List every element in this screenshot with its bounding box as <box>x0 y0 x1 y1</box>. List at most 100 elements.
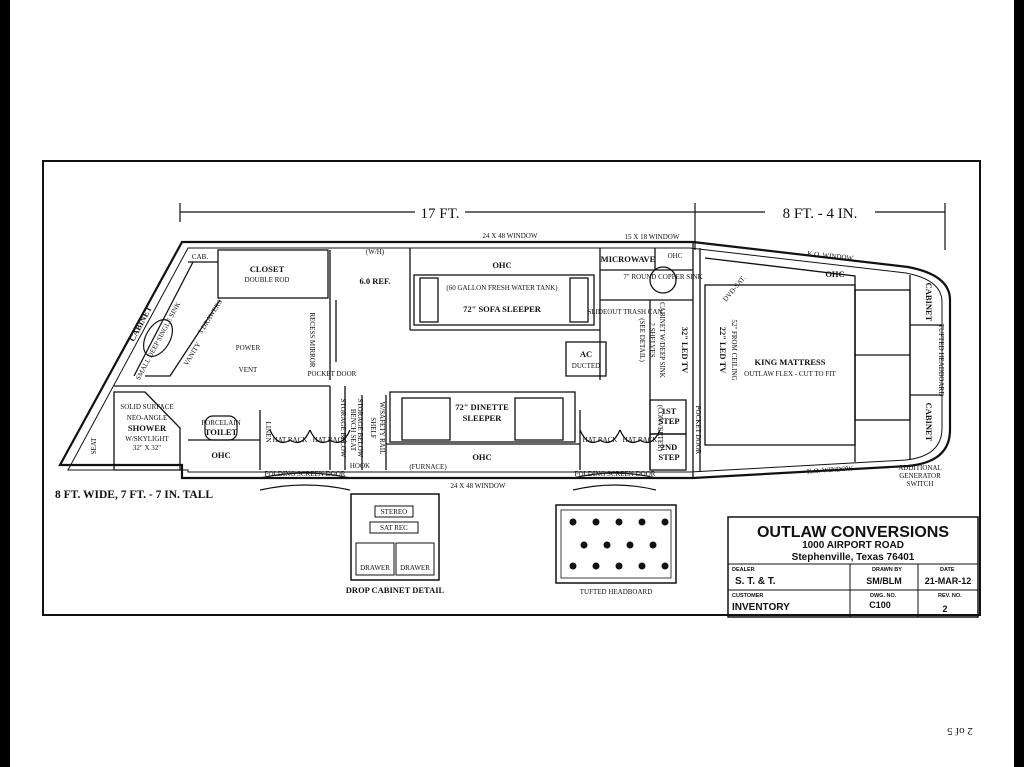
label-dvd-sat: DVD-SAT. <box>721 274 747 303</box>
label-ref: 6.0 REF. <box>359 276 390 286</box>
drawn-by-value: SM/BLM <box>866 576 902 586</box>
label-step-1b: STEP <box>658 416 679 426</box>
label-round-sink: 7" ROUND COPPER SINK <box>623 273 702 281</box>
page-marker: 2 of 5 <box>947 725 973 737</box>
label-hat-rack-4: HAT RACK <box>623 436 658 444</box>
label-stereo: STEREO <box>381 508 407 516</box>
dealer-label: DEALER <box>732 567 755 573</box>
interior-walls <box>113 242 942 478</box>
customer-label: CUSTOMER <box>732 593 763 599</box>
label-power: POWER <box>236 344 261 352</box>
label-king-sub: OUTLAW FLEX - CUT TO FIT <box>744 370 836 378</box>
label-drawer-1: DRAWER <box>360 564 390 572</box>
label-furnace: (FURNACE) <box>409 463 447 471</box>
label-ohc-top: OHC <box>492 260 511 270</box>
label-cabinet-water2: 2 SHELVES <box>648 322 656 357</box>
dimension-lines <box>179 203 946 250</box>
label-cabinet-top: CABINET <box>924 283 934 322</box>
label-step-1: 1ST <box>662 406 677 416</box>
label-storage-below: STORAGE BELOW <box>339 399 347 458</box>
label-king-mattress: KING MATTRESS <box>755 357 826 367</box>
label-closet-sub: DOUBLE ROD <box>245 276 290 284</box>
rev-no-value: 2 <box>942 604 947 614</box>
tufted-headboard-detail: TUFTED HEADBOARD <box>555 504 677 596</box>
label-solid-surface: SOLID SURFACE <box>120 403 173 411</box>
company-address: 1000 AIRPORT ROAD <box>802 540 904 551</box>
label-linen: LINEN <box>264 422 272 443</box>
company-name: OUTLAW CONVERSIONS <box>757 524 949 541</box>
label-ohc-bath: OHC <box>211 450 230 460</box>
label-cabinet-left: CABINET <box>127 304 154 343</box>
folding-screen-doors <box>259 472 657 491</box>
label-skylight: W/SKYLIGHT <box>125 435 169 443</box>
label-closet: CLOSET <box>250 264 285 274</box>
label-dinette: 72" DINETTE <box>455 402 509 412</box>
label-hat-rack-3: HAT RACK <box>583 436 618 444</box>
label-ohc-small: OHC <box>668 252 683 260</box>
window-top-24x48: 24 X 48 WINDOW <box>483 232 538 240</box>
label-generator-3: SWITCH <box>907 480 934 488</box>
label-seat: SEAT <box>90 437 98 454</box>
label-generator-2: GENERATOR <box>899 472 941 480</box>
label-pocket-door: POCKET DOOR <box>308 370 357 378</box>
trailer-outline <box>58 240 952 480</box>
label-hat-rack-2: HAT RACK <box>313 436 348 444</box>
label-shower-size: 32" X 32" <box>133 444 161 452</box>
label-led-tv-a: 32" LED TV <box>680 327 690 374</box>
size-note: 8 FT. WIDE, 7 FT. - 7 IN. TALL <box>55 489 213 501</box>
label-sofa: 72" SOFA SLEEPER <box>463 304 542 314</box>
label-dinette-sub: SLEEPER <box>463 413 503 423</box>
label-step-2b: STEP <box>658 452 679 462</box>
label-folding-door-a: FOLDING SCREEN DOOR <box>265 470 346 478</box>
label-shelf: SHELF <box>369 417 377 439</box>
label-porcelain: PORCELAIN <box>201 419 240 427</box>
label-shower: SHOWER <box>128 423 167 433</box>
window-bottom-24x48: 24 X 48 WINDOW <box>451 482 506 490</box>
label-neo-angle: NEO-ANGLE <box>127 414 167 422</box>
ko-window-top: K.O. WINDOW <box>807 250 854 263</box>
label-ohc-gooseneck: OHC <box>825 269 844 279</box>
label-storage-below-2: STORAGE BELOW <box>356 399 364 458</box>
label-toilet: TOILET <box>205 427 238 437</box>
label-drawers: 3 DRAWERS <box>197 298 224 335</box>
label-microwave: MICROWAVE <box>601 254 656 264</box>
window-top-15x18: 15 X 18 WINDOW <box>625 233 680 241</box>
label-drawer-2: DRAWER <box>400 564 430 572</box>
label-cab: CAB. <box>192 253 208 261</box>
dealer-value: S. T. & T. <box>735 576 776 587</box>
title-block: OUTLAW CONVERSIONS 1000 AIRPORT ROAD Ste… <box>727 516 979 618</box>
label-bench-seat: BENCH SEAT <box>349 409 357 452</box>
drop-cabinet-detail: STEREO SAT REC DRAWER DRAWER DROP CABINE… <box>346 493 445 595</box>
drop-cabinet-title: DROP CABINET DETAIL <box>346 585 445 595</box>
label-led-tv-c: 52" FROM CEILING <box>730 319 738 380</box>
label-cabinet-water: CABINET W/DEEP SINK <box>658 302 666 378</box>
label-hat-rack-1: HAT RACK <box>273 436 308 444</box>
label-sat-rec: SAT REC <box>380 524 408 532</box>
label-cabinet-bottom: CABINET <box>924 403 934 442</box>
label-step-2: 2ND <box>661 442 678 452</box>
label-hook: HOOK <box>350 462 370 470</box>
rev-no-label: REV. NO. <box>938 593 962 599</box>
label-ohc-dinette: OHC <box>472 452 491 462</box>
label-wh: (W/H) <box>366 248 385 256</box>
hat-racks <box>269 429 661 444</box>
label-ac-sub: DUCTED <box>572 362 600 370</box>
label-slideout: SLIDEOUT TRASH CAN <box>587 308 662 316</box>
dwg-no-label: DWG. NO. <box>870 593 897 599</box>
customer-value: INVENTORY <box>732 602 790 613</box>
floor-plan: 17 FT. 8 FT. - 4 IN. 24 X 48 WINDOW 15 X… <box>42 160 981 737</box>
date-value: 21-MAR-12 <box>925 576 972 586</box>
dimension-8ft-4in: 8 FT. - 4 IN. <box>783 206 858 222</box>
label-converter: (CONVERTER) <box>656 405 664 452</box>
dimension-17ft: 17 FT. <box>421 206 460 222</box>
label-folding-door-b: FOLDING SCREEN DOOR <box>575 470 656 478</box>
label-pocket-door-2: POCKET DOOR <box>694 406 702 455</box>
label-led-tv-b: 22" LED TV <box>718 327 728 374</box>
label-vent: VENT <box>239 366 258 374</box>
label-recess-mirror: RECESS MIRROR <box>308 312 316 367</box>
ko-window-bottom: K.O. WINDOW <box>807 464 854 475</box>
label-generator: ADDITIONAL <box>898 464 942 472</box>
drawn-by-label: DRAWN BY <box>872 567 902 573</box>
dwg-no-value: C100 <box>869 600 891 610</box>
drawing-sheet: 17 FT. 8 FT. - 4 IN. 24 X 48 WINDOW 15 X… <box>10 0 1014 767</box>
